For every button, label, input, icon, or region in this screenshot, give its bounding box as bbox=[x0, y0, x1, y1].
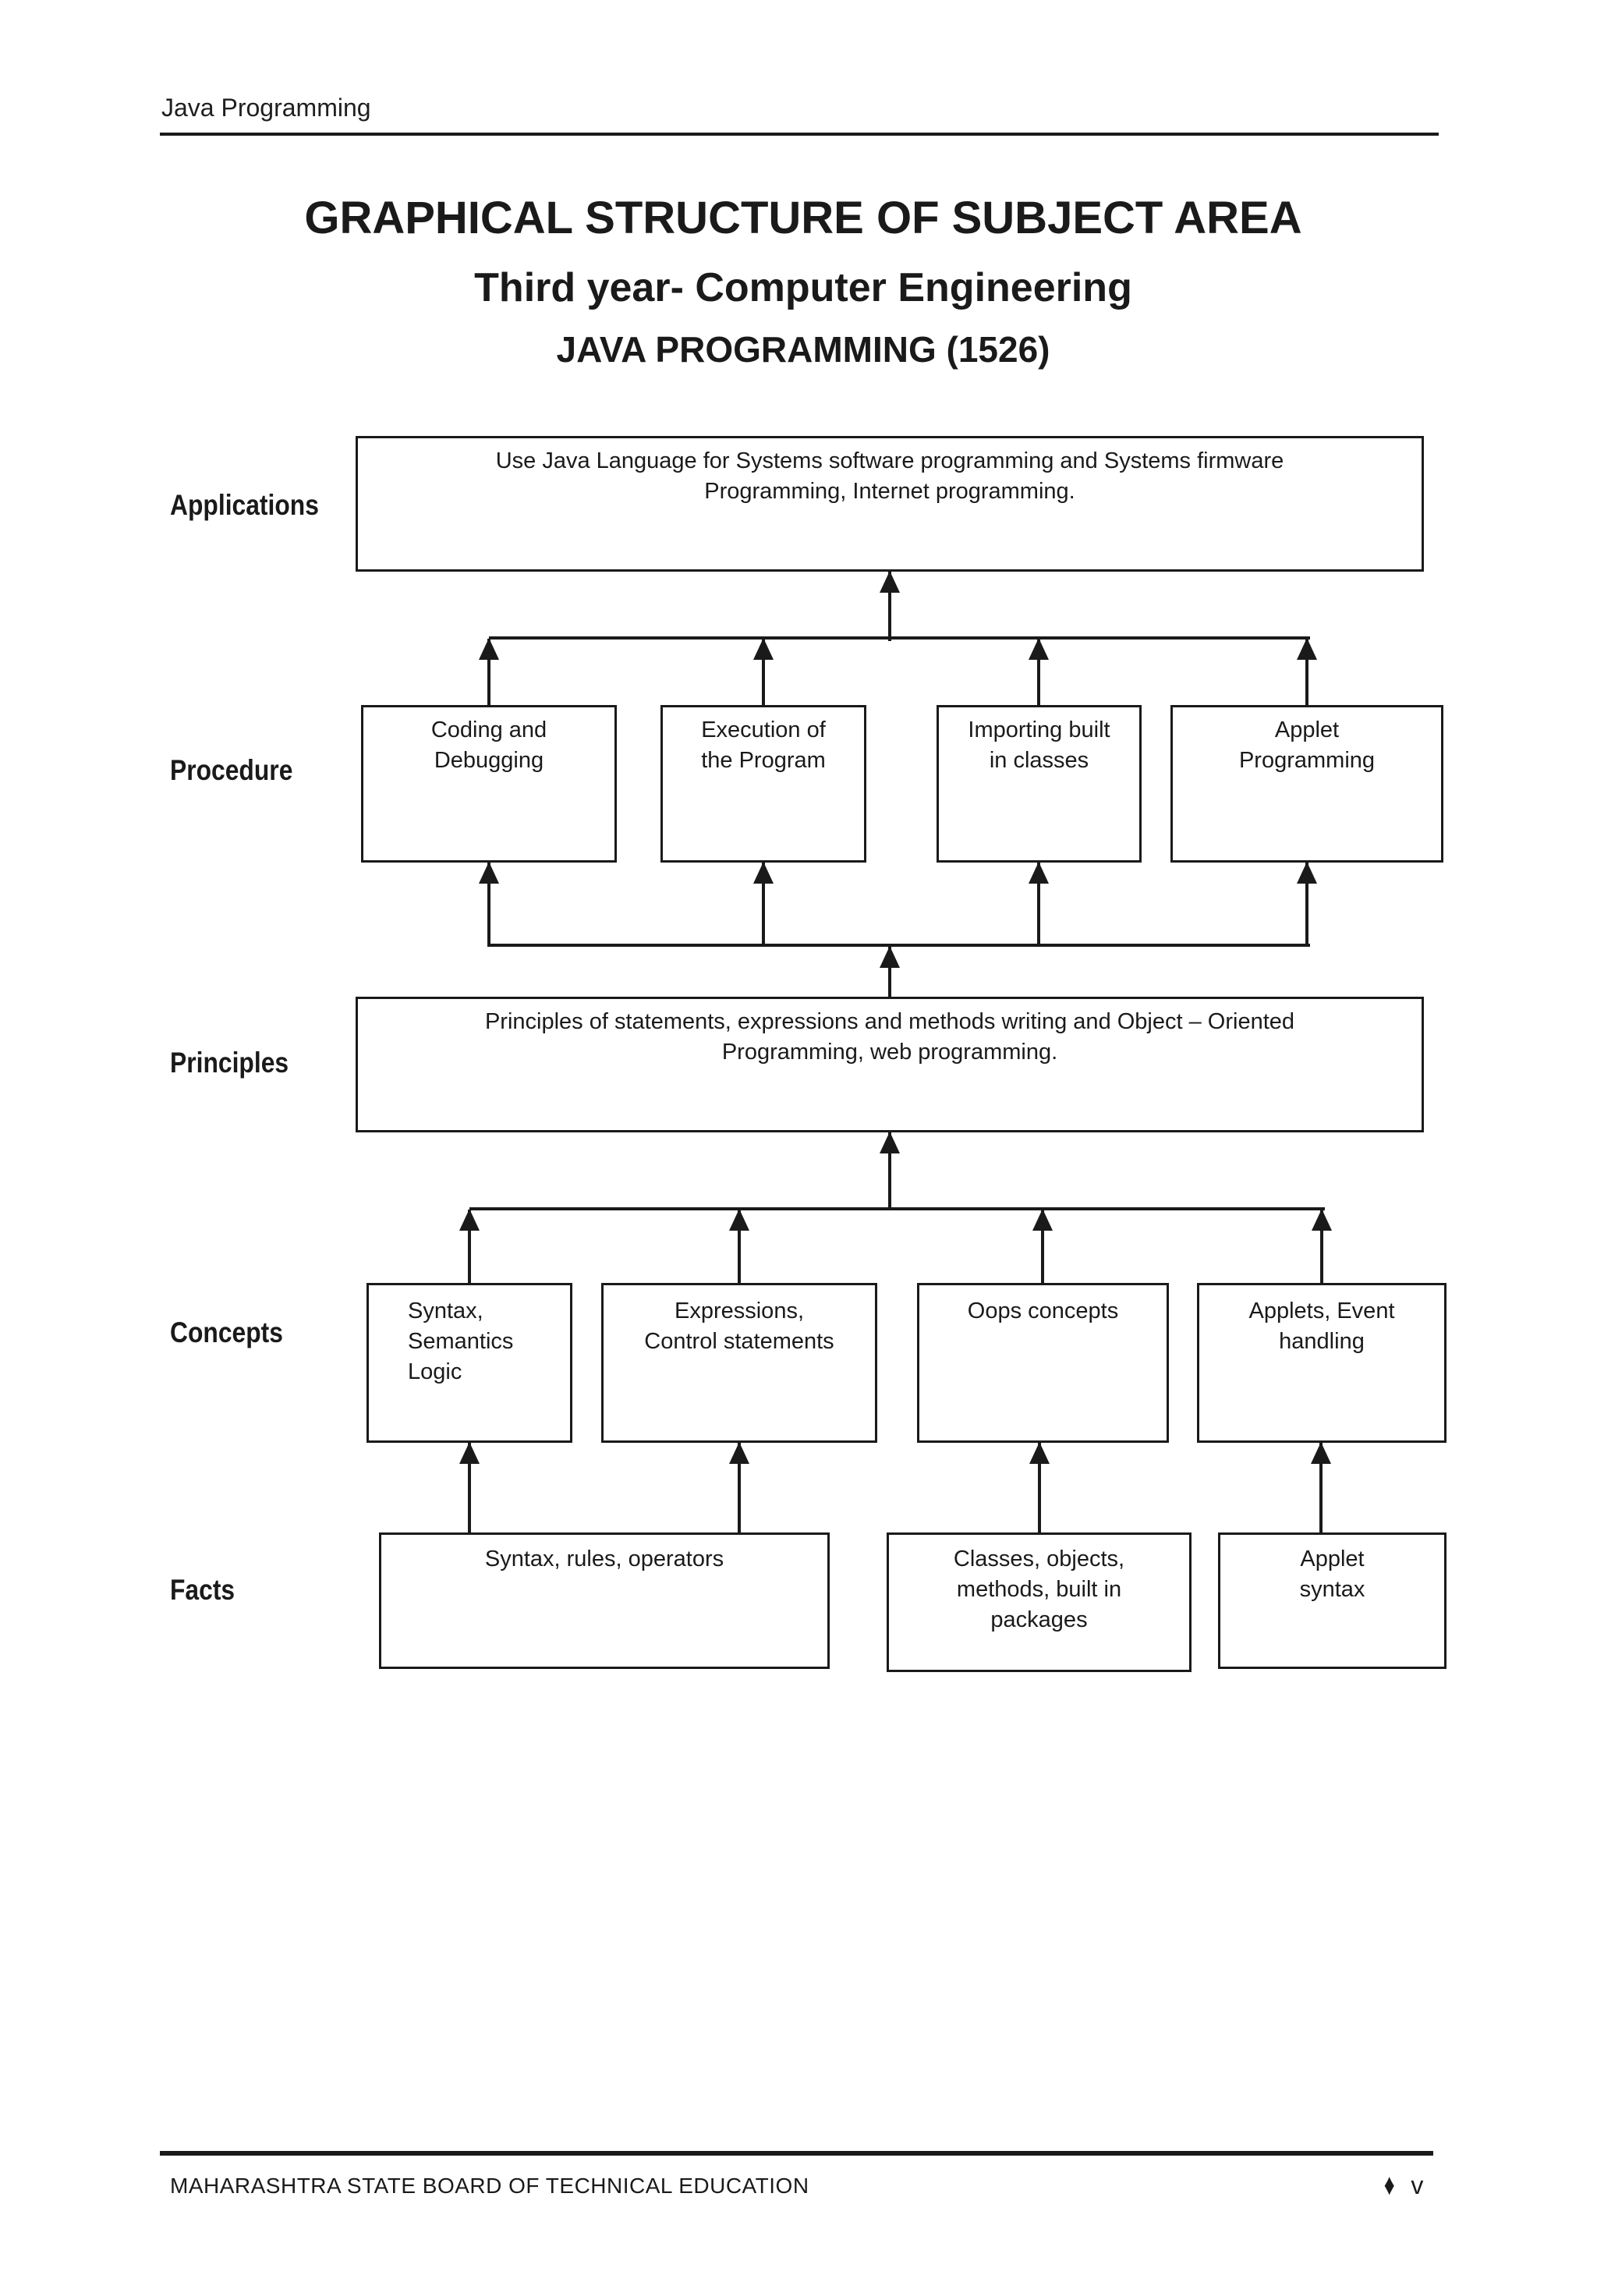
flow-arrow bbox=[1311, 1442, 1331, 1532]
connector-line bbox=[489, 944, 1310, 947]
header-rule bbox=[160, 133, 1439, 136]
flow-arrow bbox=[880, 946, 900, 997]
row-label-facts: Facts bbox=[170, 1574, 235, 1606]
concepts-box-text: Expressions, Control statements bbox=[644, 1299, 834, 1354]
flow-arrow bbox=[729, 1209, 749, 1283]
row-label-concepts: Concepts bbox=[170, 1316, 283, 1348]
page-number: v bbox=[1411, 2171, 1424, 2199]
facts-box-text: Applet syntax bbox=[1299, 1547, 1365, 1602]
facts-box-text: Syntax, rules, operators bbox=[484, 1547, 724, 1571]
concepts-box-oops: Oops concepts bbox=[917, 1283, 1169, 1443]
flow-arrow bbox=[459, 1442, 480, 1532]
footer-organization: MAHARASHTRA STATE BOARD OF TECHNICAL EDU… bbox=[170, 2174, 809, 2198]
page-subtitle: Third year- Computer Engineering bbox=[474, 265, 1132, 310]
concepts-box-syntax: Syntax, Semantics Logic bbox=[366, 1283, 572, 1443]
applications-box: Use Java Language for Systems software p… bbox=[356, 436, 1424, 572]
flow-arrow bbox=[1312, 1209, 1332, 1283]
row-label-applications: Applications bbox=[170, 489, 319, 521]
flow-arrow bbox=[880, 571, 900, 641]
procedure-box-text: Execution of the Program bbox=[701, 718, 826, 773]
procedure-box-applet: Applet Programming bbox=[1170, 705, 1443, 863]
facts-box-text: Classes, objects, methods, built in pack… bbox=[953, 1547, 1125, 1632]
flow-arrow bbox=[1297, 862, 1317, 947]
footer-rule bbox=[160, 2151, 1433, 2156]
procedure-box-text: Applet Programming bbox=[1238, 718, 1376, 773]
running-header: Java Programming bbox=[161, 94, 371, 122]
flow-arrow bbox=[753, 862, 774, 947]
row-label-procedure: Procedure bbox=[170, 754, 293, 786]
facts-box-syntax: Syntax, rules, operators bbox=[379, 1532, 830, 1669]
flow-arrow bbox=[1029, 1442, 1050, 1532]
procedure-box-text: Coding and Debugging bbox=[430, 718, 547, 773]
concepts-box-expressions: Expressions, Control statements bbox=[601, 1283, 877, 1443]
facts-box-applet: Applet syntax bbox=[1218, 1532, 1447, 1669]
page-title: GRAPHICAL STRUCTURE OF SUBJECT AREA bbox=[304, 193, 1302, 243]
diamond-icon: ♦ bbox=[1383, 2169, 1395, 2202]
principles-box-text: Principles of statements, expressions an… bbox=[484, 1009, 1295, 1065]
flow-arrow bbox=[1029, 638, 1049, 705]
flow-arrow bbox=[479, 862, 499, 947]
facts-box-classes: Classes, objects, methods, built in pack… bbox=[887, 1532, 1192, 1672]
concepts-box-text: Syntax, Semantics Logic bbox=[408, 1299, 514, 1384]
applications-box-text: Use Java Language for Systems software p… bbox=[495, 448, 1284, 504]
flow-arrow bbox=[479, 638, 499, 705]
procedure-box-coding: Coding and Debugging bbox=[361, 705, 617, 863]
flow-arrow bbox=[459, 1209, 480, 1283]
flow-arrow bbox=[1032, 1209, 1053, 1283]
row-label-principles: Principles bbox=[170, 1047, 289, 1079]
procedure-box-execution: Execution of the Program bbox=[660, 705, 866, 863]
connector-line bbox=[489, 636, 1310, 640]
flow-arrow bbox=[1029, 862, 1049, 947]
principles-box: Principles of statements, expressions an… bbox=[356, 997, 1424, 1132]
flow-arrow bbox=[729, 1442, 749, 1532]
concepts-box-text: Oops concepts bbox=[967, 1299, 1119, 1323]
flow-arrow bbox=[880, 1132, 900, 1210]
course-title: JAVA PROGRAMMING (1526) bbox=[556, 329, 1050, 370]
procedure-box-importing: Importing built in classes bbox=[937, 705, 1142, 863]
concepts-box-text: Applets, Event handling bbox=[1248, 1299, 1395, 1354]
concepts-box-applets: Applets, Event handling bbox=[1197, 1283, 1447, 1443]
procedure-box-text: Importing built in classes bbox=[968, 718, 1110, 773]
flow-arrow bbox=[753, 638, 774, 705]
flow-arrow bbox=[1297, 638, 1317, 705]
connector-line bbox=[469, 1207, 1325, 1210]
footer-page-area: ♦ v bbox=[1382, 2169, 1424, 2202]
